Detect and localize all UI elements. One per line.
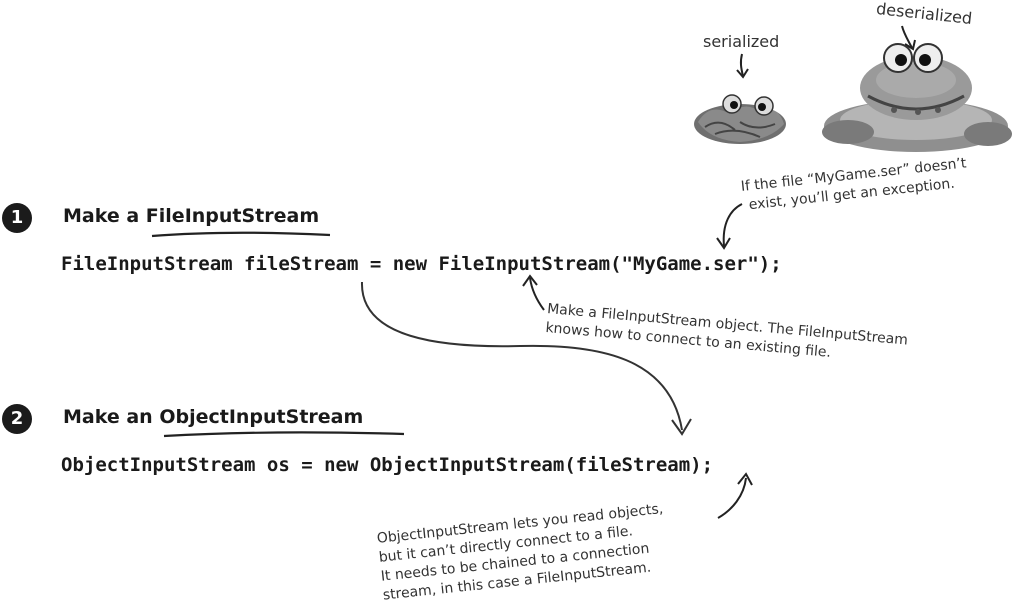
step-2-title: Make an ObjectInputStream [63, 406, 363, 428]
step-2-title-highlight: ObjectInputStream [159, 406, 364, 428]
connect-note-arrow-icon [522, 274, 545, 311]
step-2-badge: 2 [2, 404, 32, 434]
step-2-code: ObjectInputStream os = new ObjectInputSt… [61, 454, 714, 476]
step-1-title-highlight: FileInputStream [145, 205, 320, 227]
exception-arrow-icon [716, 203, 743, 250]
step-2-note-arrow-icon [717, 472, 753, 519]
step-1-title: Make a FileInputStream [63, 205, 319, 227]
deserialized-arrow-icon [901, 25, 916, 51]
serialized-frog-image [694, 94, 786, 144]
step-2-title-prefix: Make an [63, 406, 160, 428]
serialized-label: serialized [703, 32, 780, 51]
step-1-code: FileInputStream fileStream = new FileInp… [61, 253, 782, 275]
step-1-underline [151, 231, 331, 238]
chain-arrow-icon [360, 281, 692, 436]
serialized-arrow-icon [736, 53, 749, 79]
step-2-note: ObjectInputStream lets you read objects,… [376, 500, 670, 606]
step-1-badge: 1 [2, 203, 32, 233]
step-2-underline [163, 431, 405, 438]
step-1-title-prefix: Make a [63, 205, 146, 227]
exception-note: If the file “MyGame.ser” doesn’t exist, … [740, 154, 969, 215]
deserialized-frog-image [822, 43, 1012, 152]
